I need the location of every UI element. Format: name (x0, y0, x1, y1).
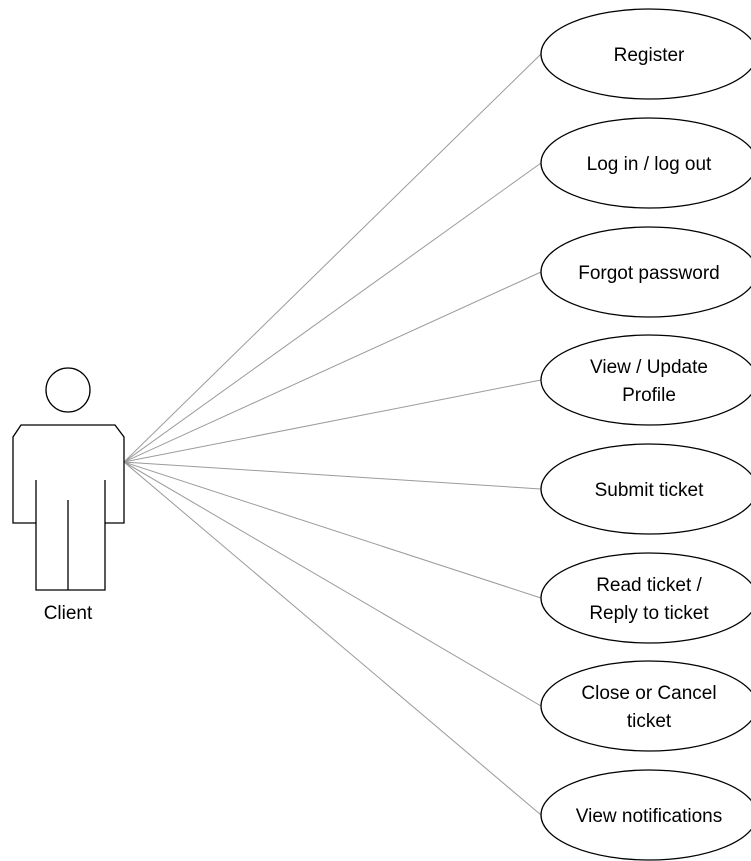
association-line-read-ticket-reply-to-ticket (123, 461, 542, 599)
association-line-view-update-profile (123, 379, 542, 463)
use-case-log-in-log-out: Log in / log out (540, 117, 751, 209)
actor-client: Client (12, 367, 125, 624)
use-case-label: View / Update (590, 357, 708, 378)
use-case-label: Close or Cancel (581, 683, 716, 704)
use-case-ellipse (540, 769, 751, 861)
use-case-ellipse (540, 226, 751, 318)
use-case-label: ticket (627, 711, 672, 732)
use-case-read-ticket-reply-to-ticket: Read ticket / Reply to ticket (540, 552, 751, 644)
use-case-ellipse (540, 552, 751, 644)
use-case-label: Register (614, 45, 685, 66)
association-line-log-in-log-out (123, 162, 542, 463)
association-line-submit-ticket (123, 461, 542, 490)
use-case-label: Profile (622, 385, 676, 406)
actor-head (45, 367, 91, 413)
use-case-ellipse (540, 660, 751, 752)
use-case-view-notifications: View notifications (540, 769, 751, 861)
use-case-label: Submit ticket (595, 480, 704, 501)
association-line-view-notifications (123, 461, 542, 816)
use-case-label: Reply to ticket (589, 603, 709, 624)
use-case-ellipse (540, 117, 751, 209)
use-case-label: Read ticket / (596, 575, 702, 596)
association-line-forgot-password (123, 271, 542, 463)
use-case-label: Forgot password (578, 263, 720, 284)
use-case-label: View notifications (576, 806, 722, 827)
use-case-ellipse (540, 8, 751, 100)
actor-label: Client (44, 603, 93, 624)
association-line-close-or-cancel-ticket (123, 461, 542, 707)
use-case-label: Log in / log out (587, 154, 712, 175)
association-line-register (123, 53, 542, 463)
use-case-register: Register (540, 8, 751, 100)
use-case-close-or-cancel-ticket: Close or Cancel ticket (540, 660, 751, 752)
use-case-submit-ticket: Submit ticket (540, 443, 751, 535)
use-case-forgot-password: Forgot password (540, 226, 751, 318)
use-case-ellipse (540, 334, 751, 426)
association-lines (123, 53, 542, 816)
use-case-ellipse (540, 443, 751, 535)
